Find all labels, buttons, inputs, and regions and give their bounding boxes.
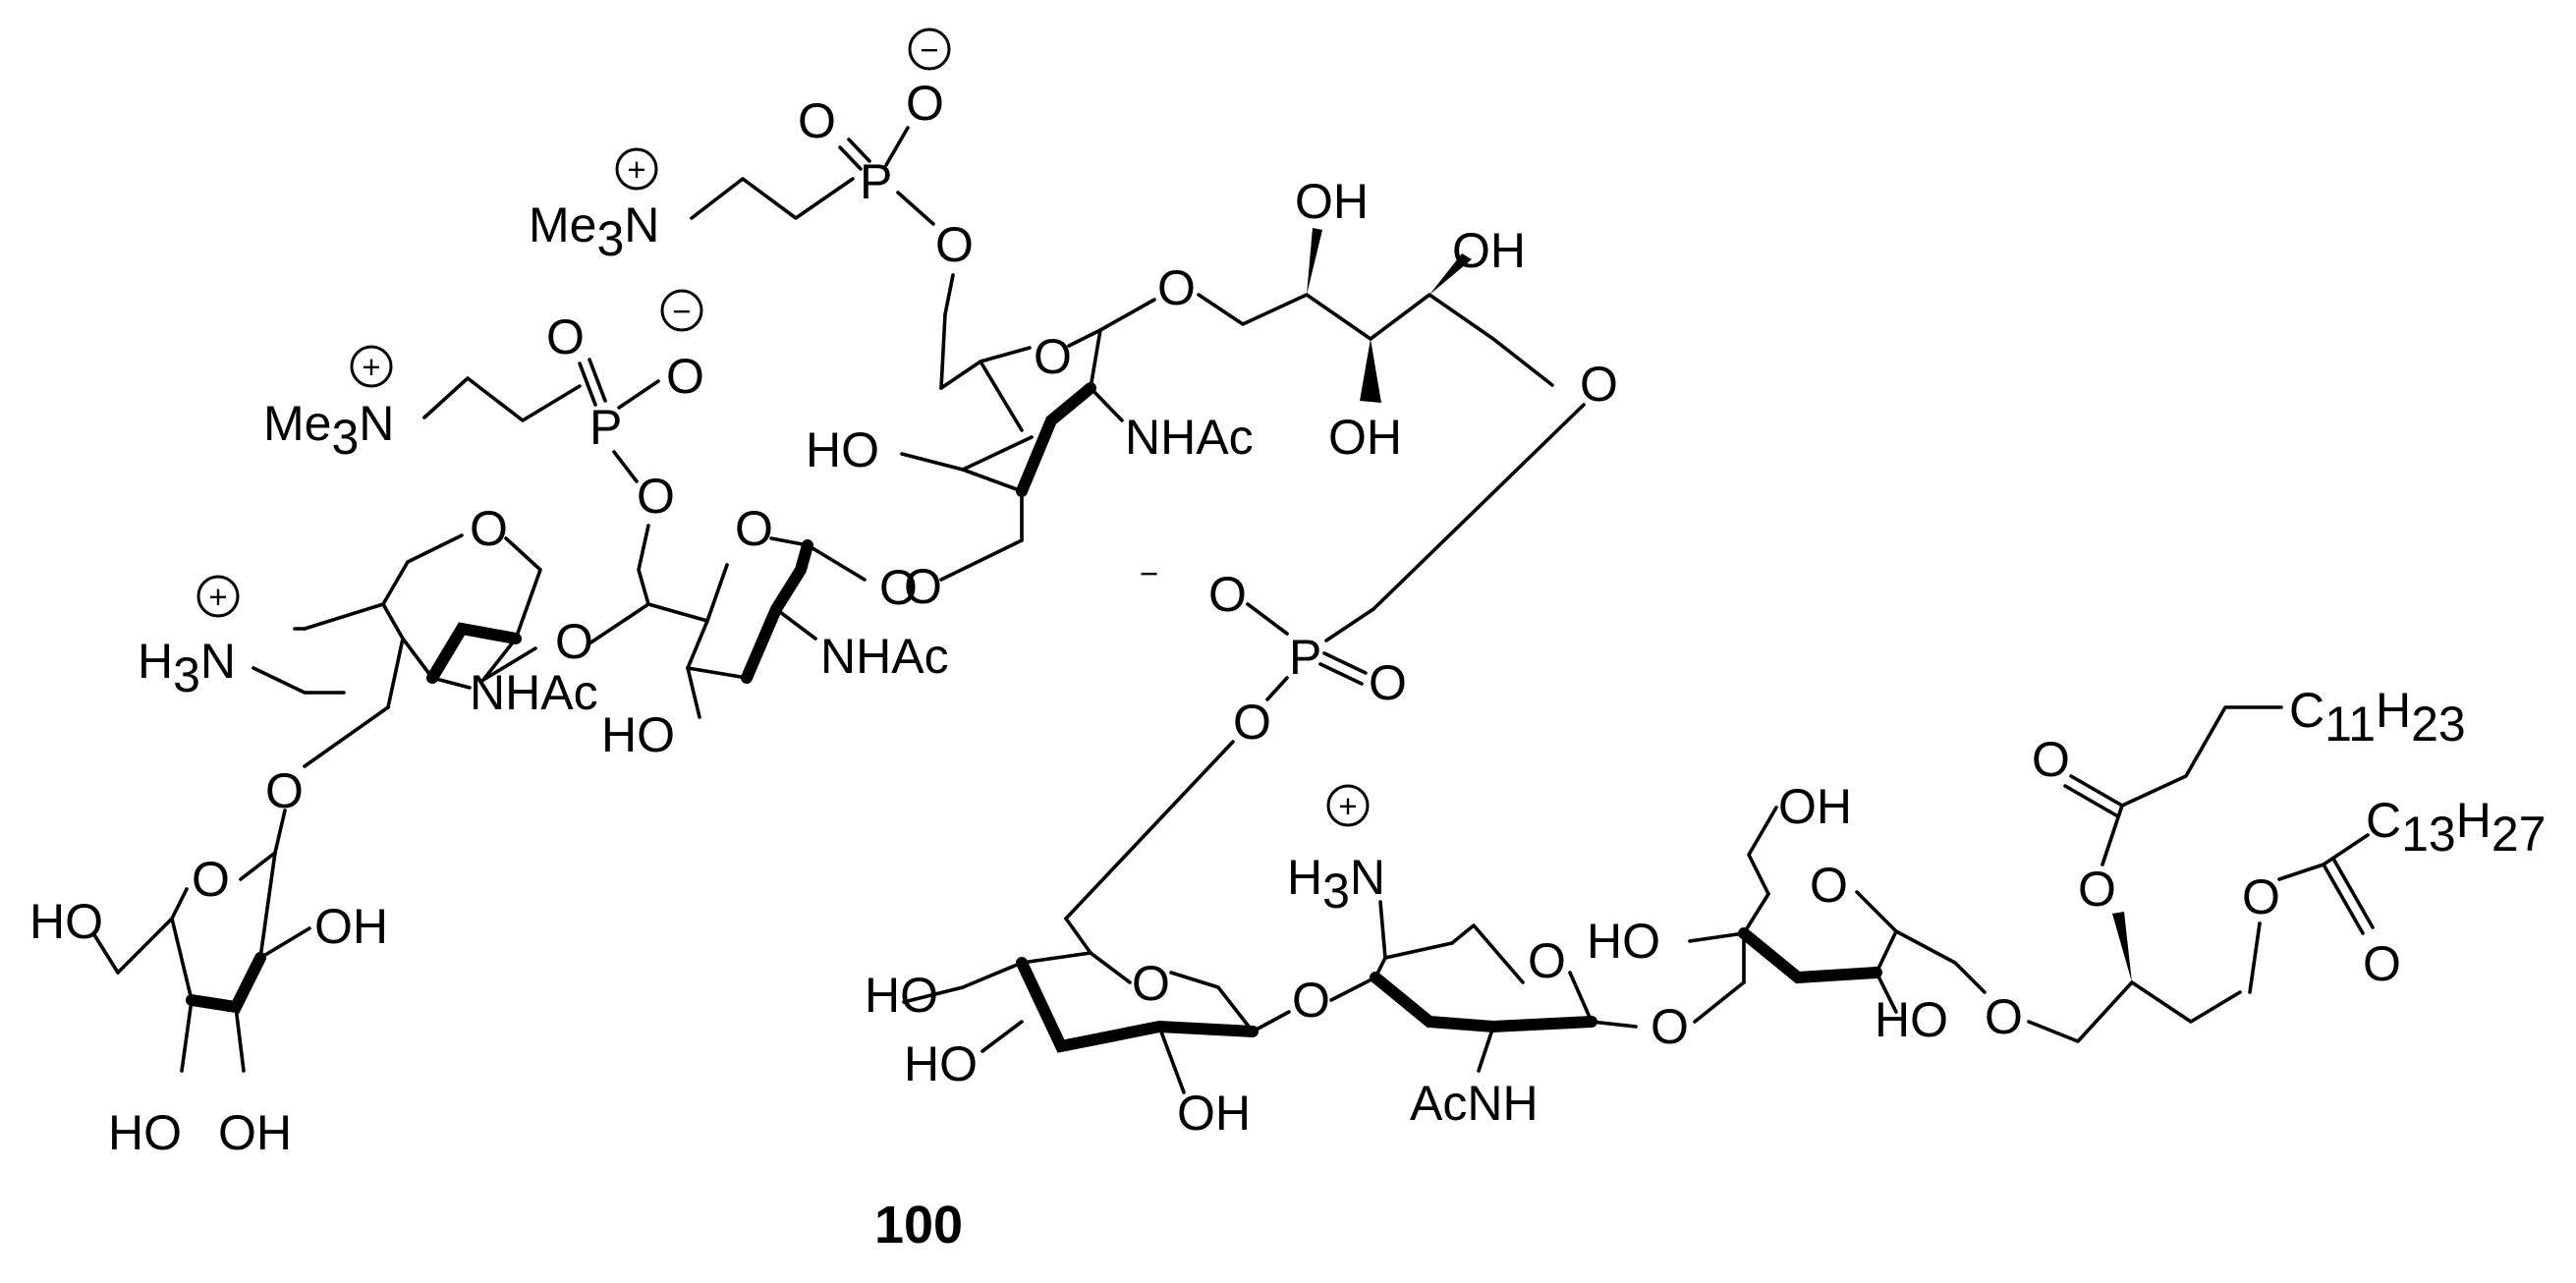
hashed-wedge-oh-1 bbox=[1307, 228, 1322, 295]
compound-number: 100 bbox=[874, 1196, 963, 1255]
glycosidic-oxygen-bottom-amino: O bbox=[1651, 999, 1689, 1054]
phosphodiester-central: − O P O O bbox=[1064, 555, 1407, 920]
hydroxyl-primary-bottom-left: HO bbox=[29, 894, 103, 949]
ring-link-oxygen-middle: O bbox=[879, 560, 918, 615]
hydroxyl-c2-bottom: OH bbox=[1177, 1086, 1251, 1141]
phosphorus-central: P bbox=[1289, 630, 1321, 685]
hydroxyl-middle-ring: HO bbox=[601, 707, 675, 762]
amino-sugar-ring-bottom: + H3N O AcNH O bbox=[1287, 784, 1746, 1131]
hashed-wedge-glycerol bbox=[2112, 912, 2132, 982]
ring-oxygen-top: O bbox=[1034, 329, 1072, 384]
glcnac-ring-middle: O HO NHAc O O bbox=[481, 501, 949, 762]
diacylglycerol: O O C11H23 O C13H27 O bbox=[2027, 683, 2546, 1043]
trimethylammonium-label-lower: Me3N bbox=[263, 396, 394, 465]
hydroxyl-ribitol-3: OH bbox=[1452, 223, 1526, 278]
hydroxyl-c4-bottom-left: HO bbox=[108, 1105, 182, 1160]
oxo-oxygen-lower: O bbox=[546, 309, 585, 364]
phosphocholine-lower: + Me3N P O O − O bbox=[263, 289, 704, 606]
anion-charge-lower: − bbox=[660, 289, 703, 332]
glycosidic-oxygen-middle: O bbox=[555, 614, 593, 669]
nhac-top-ring: NHAc bbox=[1125, 410, 1254, 465]
ester-oxygen-sn1: O bbox=[2242, 869, 2280, 924]
svg-text:+: + bbox=[362, 349, 380, 385]
amine-charge-left: + bbox=[196, 575, 240, 618]
ring-oxygen-right: O bbox=[1810, 858, 1848, 913]
ester-oxygen-sn2: O bbox=[2078, 862, 2116, 917]
nhac-middle-ring: NHAc bbox=[820, 629, 949, 684]
glycosidic-oxygen-right: O bbox=[1985, 989, 2023, 1044]
hydroxyl-top-ring: HO bbox=[806, 422, 879, 477]
hashed-wedge-oh-3 bbox=[1429, 253, 1472, 295]
carbonyl-oxygen-sn1: O bbox=[2363, 936, 2401, 991]
trimethylammonium-label: Me3N bbox=[529, 197, 659, 266]
ammonium-left: H3N bbox=[138, 634, 236, 702]
anionic-oxygen-lower: O bbox=[666, 349, 704, 404]
anionic-oxygen-central: O bbox=[1208, 567, 1247, 622]
acyl-chain-c13: C13H27 bbox=[2366, 793, 2546, 862]
svg-text:+: + bbox=[627, 151, 645, 188]
carbonyl-oxygen-sn2: O bbox=[2032, 732, 2070, 787]
ammonium-bottom: H3N bbox=[1287, 850, 1385, 919]
svg-text:−: − bbox=[672, 293, 691, 329]
ring-oxygen-bottom: O bbox=[1132, 956, 1170, 1011]
ring-oxygen-bottom-amino: O bbox=[1528, 933, 1566, 988]
hydroxyl-primary-right: OH bbox=[1778, 779, 1852, 834]
ring-oxygen-middle: O bbox=[735, 501, 773, 556]
glycosidic-oxygen-bottom: O bbox=[1292, 973, 1330, 1028]
phosphocholine-upper: + Me3N P O O − O bbox=[529, 28, 974, 390]
hydroxyl-ribitol-1: OH bbox=[1295, 174, 1369, 229]
acetamido-bottom: AcNH bbox=[1410, 1076, 1539, 1131]
glcnac-ring-top: O HO NHAc O O bbox=[806, 260, 1254, 614]
hydroxyl-c2-bottom-left: OH bbox=[314, 899, 388, 954]
oxo-oxygen-central: O bbox=[1369, 655, 1407, 710]
glycosidic-oxygen-top: O bbox=[1157, 260, 1196, 315]
svg-text:+: + bbox=[208, 579, 227, 615]
hydroxyl-ribitol-2: OH bbox=[1328, 410, 1402, 465]
nhac-left-ring: NHAc bbox=[470, 665, 598, 720]
hydroxyl-c3-bottom: HO bbox=[904, 1036, 978, 1091]
glucose-ring-bottom: O HO HO OH O bbox=[865, 917, 1377, 1141]
phosphorus-lower: P bbox=[589, 400, 622, 455]
acyl-chain-c11: C11H23 bbox=[2289, 683, 2466, 752]
oxo-oxygen-upper: O bbox=[798, 93, 836, 148]
amine-charge-bottom: + bbox=[1326, 784, 1370, 827]
ring-oxygen-bottom-left: O bbox=[192, 852, 230, 907]
glycosidic-oxygen-link: O bbox=[904, 559, 942, 614]
hexose-ring-bottom-left: O HO OH HO OH bbox=[29, 851, 388, 1160]
hydroxyl-c4-bottom: HO bbox=[865, 968, 938, 1023]
anion-charge-central: − bbox=[1140, 555, 1158, 591]
ammonium-charge-upper: + bbox=[615, 147, 658, 191]
phosphoester-oxygen-lower: O bbox=[637, 469, 675, 524]
ester-oxygen-central: O bbox=[1233, 695, 1271, 750]
glucose-ring-right: OH O HO HO O bbox=[1587, 779, 2023, 1047]
ribitol-terminal-oxygen: O bbox=[1580, 357, 1618, 412]
svg-text:+: + bbox=[1338, 788, 1357, 824]
anion-charge-upper: − bbox=[908, 28, 951, 71]
wedge-oh-2 bbox=[1360, 339, 1381, 403]
hydroxyl-c2-right: HO bbox=[1875, 992, 1948, 1047]
svg-text:−: − bbox=[920, 31, 938, 68]
hydroxyl-c4-right: HO bbox=[1587, 914, 1660, 969]
ring-oxygen-left: O bbox=[470, 501, 508, 556]
hydroxyl-c3-bottom-left: OH bbox=[218, 1105, 292, 1160]
amino-sugar-ring-left: O + H3N NHAc O bbox=[138, 501, 598, 855]
phosphoester-oxygen-upper: O bbox=[935, 217, 974, 272]
ammonium-charge-lower: + bbox=[350, 345, 393, 388]
ribitol-chain: OH OH OH O bbox=[1197, 174, 1618, 611]
anionic-oxygen-upper: O bbox=[906, 76, 944, 131]
